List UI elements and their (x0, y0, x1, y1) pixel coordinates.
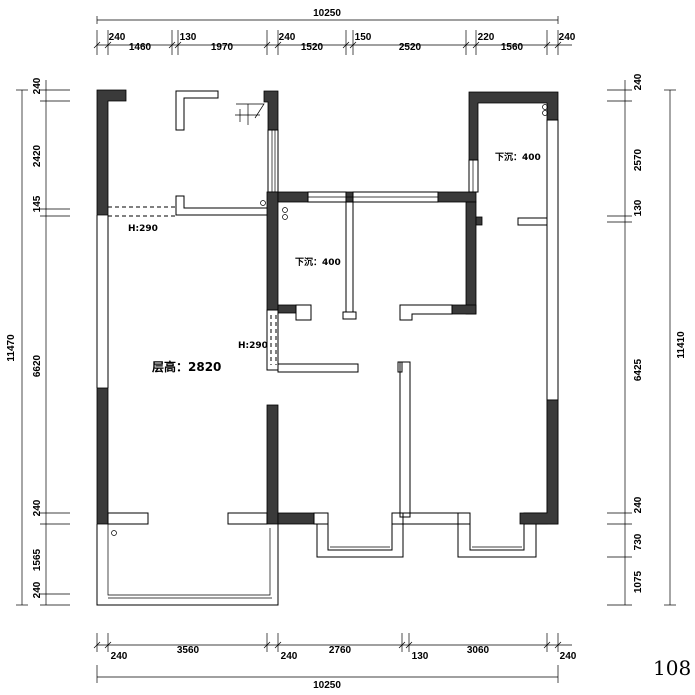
right-total-dimension: 11410 (676, 331, 687, 359)
top-seg-6: 1520 (301, 42, 324, 53)
drain-icon (282, 207, 288, 213)
drain-icon (542, 104, 548, 110)
wall-middle-lower (266, 404, 279, 525)
wall-middle-upper (266, 191, 279, 311)
left-dimension-chain: 11470 240 2420 145 6620 240 1565 240 (6, 77, 70, 606)
right-seg-5: 240 (633, 496, 644, 513)
right-seg-7: 1075 (633, 570, 644, 593)
beam1-label: H:290 (128, 224, 158, 234)
top-seg-5: 240 (279, 32, 296, 43)
bottom-seg-1: 240 (111, 651, 128, 662)
left-seg-7: 240 (32, 581, 43, 598)
beam2-label: H:290 (238, 341, 268, 351)
right-seg-6: 730 (633, 533, 644, 550)
bottom-seg-3: 240 (281, 651, 298, 662)
top-seg-4: 1970 (211, 42, 234, 53)
bottom-seg-2: 3560 (177, 645, 200, 656)
right-seg-2: 2570 (633, 148, 644, 171)
right-seg-4: 6425 (633, 358, 644, 381)
bath1-sink-label: 下沉：400 (295, 256, 341, 268)
top-total-dimension: 10250 (313, 8, 341, 19)
drain-icon (542, 110, 548, 116)
top-seg-3: 130 (180, 32, 197, 43)
left-seg-3: 145 (32, 195, 43, 212)
wall-left-lower (96, 387, 109, 525)
left-seg-4: 6620 (32, 354, 43, 377)
bath2-sink-label: 下沉：400 (495, 151, 541, 163)
left-seg-1: 240 (32, 77, 43, 94)
top-seg-2: 1460 (129, 42, 152, 53)
bottom-seg-7: 240 (560, 651, 577, 662)
top-seg-11: 240 (559, 32, 576, 43)
bottom-seg-6: 3060 (467, 645, 490, 656)
left-seg-6: 1565 (32, 548, 43, 571)
bottom-total-dimension: 10250 (313, 680, 341, 691)
walls (96, 89, 559, 606)
bottom-seg-4: 2760 (329, 645, 352, 656)
left-total-dimension: 11470 (6, 334, 17, 362)
drain-icon (282, 214, 288, 220)
top-seg-9: 220 (478, 32, 495, 43)
drain-symbols (282, 104, 548, 220)
bottom-dimension-chain: 240 3560 240 2760 130 3060 240 10250 (93, 633, 577, 691)
top-seg-7: 150 (355, 32, 372, 43)
bottom-seg-5: 130 (412, 651, 429, 662)
left-seg-5: 240 (32, 499, 43, 516)
right-seg-1: 240 (633, 73, 644, 90)
wall-kitchen-right (263, 90, 279, 131)
floor-height-label: 层高：2820 (152, 359, 221, 374)
left-seg-2: 2420 (32, 144, 43, 167)
top-seg-1: 240 (109, 32, 126, 43)
top-seg-8: 2520 (399, 42, 422, 53)
wall-left-upper (96, 89, 127, 216)
beam-lines (108, 206, 277, 365)
page-number: 108 (653, 656, 691, 680)
top-dimension-chain: 10250 240 (93, 8, 576, 55)
wall-right-top (468, 91, 559, 161)
top-seg-10: 1560 (501, 42, 524, 53)
right-dimension-chain: 240 2570 130 6425 240 730 1075 11410 (607, 73, 687, 606)
right-seg-3: 130 (633, 199, 644, 216)
